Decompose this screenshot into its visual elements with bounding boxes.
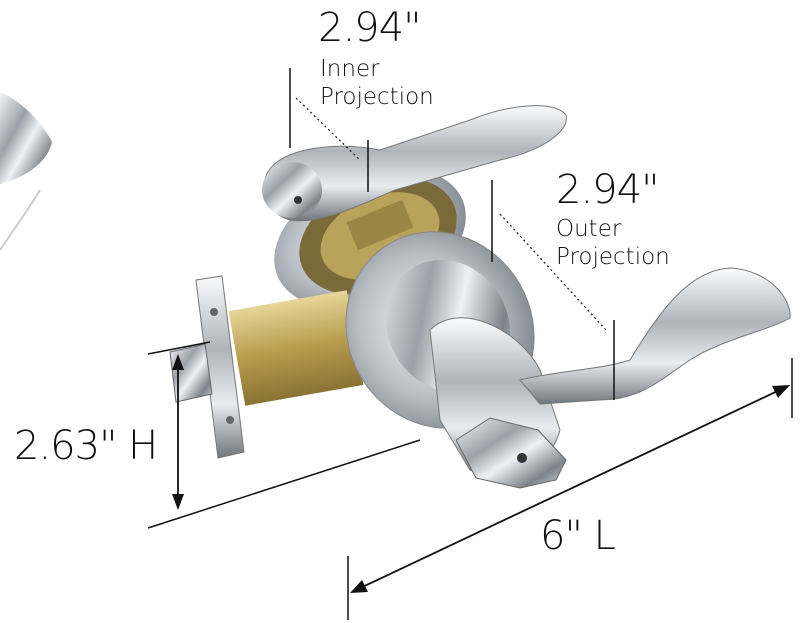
length-dimension-label: 6" L — [540, 513, 616, 559]
inner-projection-label-line2: Projection — [320, 84, 434, 110]
outer-projection-label-line2: Projection — [556, 244, 670, 270]
latch-plate — [195, 275, 245, 459]
latch-tube — [228, 290, 364, 406]
inner-lever — [263, 105, 567, 222]
dimension-lines — [147, 68, 793, 620]
height-dimension-label: 2.63" H — [14, 423, 158, 469]
inner-projection-label-line1: Inner — [320, 56, 380, 82]
outer-projection-label-line1: Outer — [556, 216, 622, 242]
partial-lever-left — [0, 92, 52, 184]
outer-projection-value: 2.94" — [556, 167, 659, 213]
outer-lever — [519, 267, 791, 405]
inner-projection-value: 2.94" — [318, 5, 421, 51]
outer-lever-end — [455, 417, 567, 489]
